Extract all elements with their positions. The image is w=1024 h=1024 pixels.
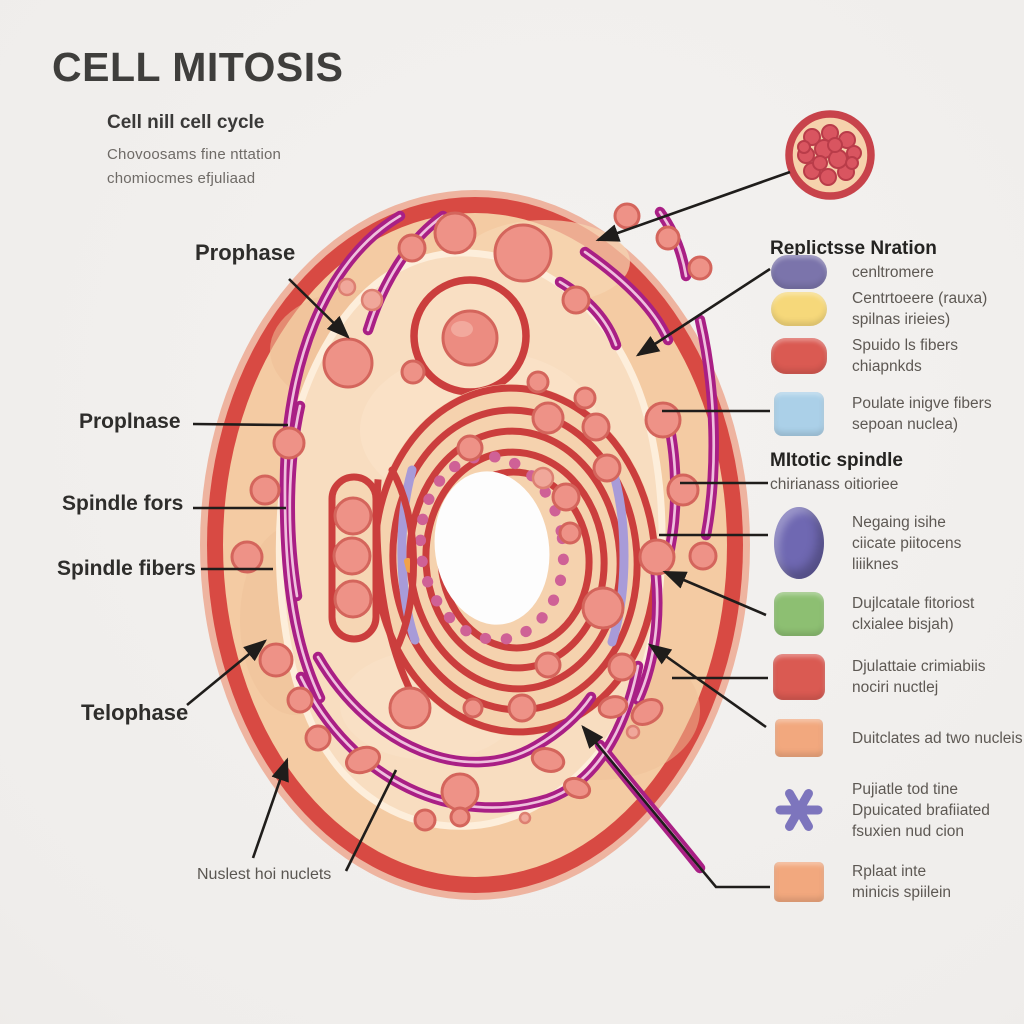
- legend-label: Pujiatle tod tine: [852, 780, 958, 798]
- nuclei-arrow: [251, 757, 289, 859]
- label-proplnase: Proplnase: [79, 410, 181, 433]
- legend-label: Dpuicated brafiiated: [852, 801, 990, 819]
- centromere-pill-icon: [771, 255, 827, 289]
- legend-label: minicis spiilein: [852, 884, 952, 901]
- label-spindle-fors: Spindle fors: [62, 492, 184, 515]
- legend-label: nociri nuctlej: [852, 679, 939, 696]
- nuclei-line: [344, 769, 398, 872]
- peach-square-2-icon: [774, 862, 824, 902]
- legend-item-chromatid-pill: Spuido ls fibers chiapnkds: [770, 333, 958, 379]
- red-square-icon: [773, 654, 825, 700]
- legend-label: chiapnkds: [852, 358, 922, 375]
- top-organelle: [410, 276, 530, 396]
- fiber-square-icon: [774, 392, 824, 436]
- legend-label: clxialee bisjah): [852, 616, 954, 633]
- legend-label: liiiknes: [852, 555, 899, 573]
- legend-label: ciicate piitocens: [852, 534, 962, 552]
- legend-label: fsuxien nud cion: [852, 822, 965, 840]
- legend-item-centrosome: Centrtoeere (rauxa) spilnas irieies): [770, 286, 987, 332]
- nucleus-ellipse-icon: [774, 507, 824, 579]
- legend-item-asterisk: Pujiatle tod tine Dpuicated brafiiated f…: [770, 775, 990, 845]
- spindle-asterisk-icon: [775, 789, 823, 831]
- legend-header-replication: Replictsse Nration: [770, 238, 937, 259]
- subtitle-line1: Chovoosams fine nttation: [107, 146, 282, 163]
- legend-label: Spuido ls fibers: [852, 337, 958, 354]
- telophase-arrow: [186, 639, 268, 707]
- peach-arrow: [647, 643, 767, 729]
- proplnase-line: [192, 422, 289, 427]
- legend-header-mitotic: MItotic spindle: [770, 450, 903, 471]
- label-spindle-fibers: Spindle fibers: [57, 557, 196, 580]
- peach-square-icon: [775, 719, 823, 757]
- page-title: CELL MITOSIS: [52, 44, 344, 90]
- legend-subheader-mitotic: chirianass oitioriee: [770, 476, 899, 493]
- legend-label: Dujlcatale fitoriost: [852, 595, 975, 612]
- legend-item-two-nuclei: Duitclates ad two nucleis: [770, 716, 1023, 760]
- connectors: [186, 170, 791, 889]
- label-telophase: Telophase: [81, 700, 189, 725]
- main-cell: [200, 190, 750, 900]
- legend-label: Negaing isihe: [852, 513, 946, 531]
- legend-label: Centrtoeere (rauxa): [852, 290, 988, 307]
- label-prophase: Prophase: [195, 240, 296, 265]
- legend-item-red: Djulattaie crimiabiis nociri nuctlej: [770, 652, 986, 702]
- legend-label: Duitclates ad two nucleis: [852, 729, 1023, 747]
- legend-label: sepoan nuclea): [852, 416, 958, 433]
- legend-label: spilnas irieies): [852, 311, 951, 328]
- green-arrow: [662, 570, 767, 617]
- legend-item-green: Dujlcatale fitoriost clxialee bisjah): [770, 590, 974, 638]
- subtitle-heading: Cell nill cell cycle: [107, 112, 265, 133]
- prophase-arrow: [288, 278, 350, 339]
- legend-label: Rplaat inte: [852, 863, 927, 880]
- legend-item-spindle-peach: Rplaat inte minicis spiilein: [770, 858, 951, 906]
- left-organelle: [328, 466, 417, 654]
- label-nuclei: Nuslest hoi nuclets: [197, 866, 332, 883]
- legend-item-fiber: Poulate inigve fibers sepoan nuclea): [770, 390, 992, 438]
- chromatid-pill-icon: [771, 338, 827, 374]
- green-square-icon: [774, 592, 824, 636]
- legend-item-centromere: cenltromere: [770, 252, 934, 292]
- legend-label: Poulate inigve fibers: [852, 395, 992, 412]
- centromere-arrow: [635, 267, 771, 357]
- legend-label: Djulattaie crimiabiis: [852, 658, 986, 675]
- daughter-cell-chromosomes: [797, 124, 862, 186]
- spindle-elbow-arrow: [581, 725, 770, 889]
- vesicles: [230, 202, 718, 832]
- daughter-cell-arrow: [595, 170, 791, 242]
- legend-label: cenltromere: [852, 263, 934, 281]
- centrosome-pill-icon: [771, 292, 827, 326]
- legend-item-nucleus: Negaing isihe ciicate piitocens liiiknes: [770, 504, 961, 582]
- daughter-cell: [785, 110, 875, 200]
- subtitle-line2: chomiocmes efjuliaad: [107, 170, 256, 187]
- small-vesicles: [337, 277, 641, 825]
